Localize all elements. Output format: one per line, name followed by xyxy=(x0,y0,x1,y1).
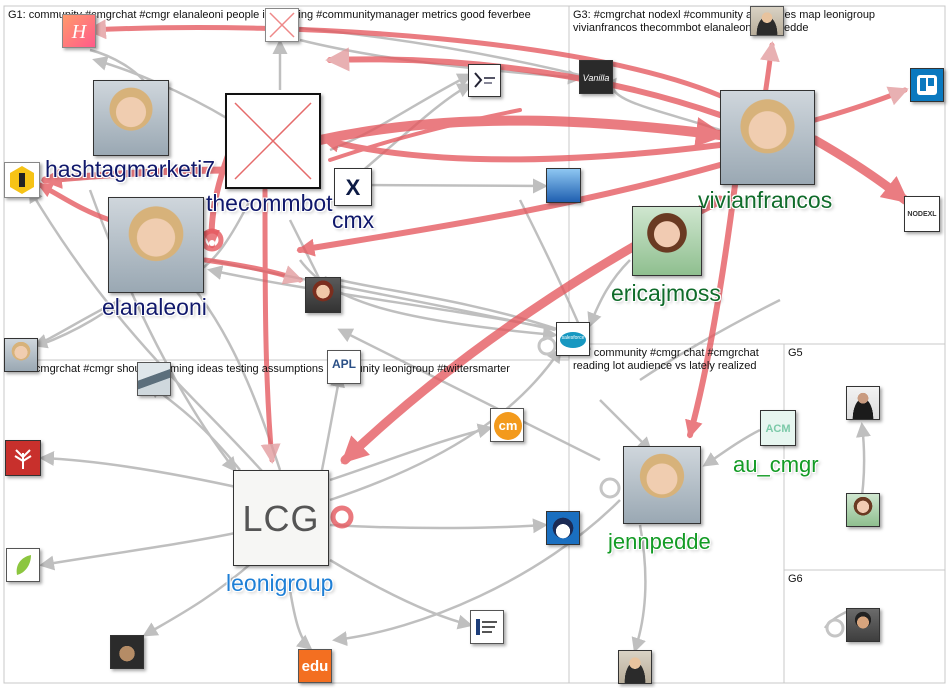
acm-logo-text: ACM xyxy=(761,411,795,446)
edge xyxy=(360,185,545,186)
node-trello-logo[interactable] xyxy=(910,68,944,102)
node-nodexl-logo[interactable]: NODEXL xyxy=(904,196,940,232)
node-g6-person[interactable] xyxy=(846,608,880,642)
label-cmx[interactable]: cmx xyxy=(332,207,374,234)
trello-icon xyxy=(911,69,943,101)
red-dot xyxy=(209,240,215,246)
label-ericajmoss[interactable]: ericajmoss xyxy=(611,280,721,307)
edge xyxy=(40,185,110,220)
apl-logo-text: APL xyxy=(328,351,360,377)
node-cmx-logo[interactable]: X xyxy=(334,168,372,206)
node-vivianfrancos-avatar[interactable] xyxy=(720,90,815,185)
node-vanilla-logo[interactable]: Vanilla xyxy=(579,60,613,94)
group-label-g3: G3: #cmgrchat nodexl #community audience… xyxy=(573,9,913,35)
node-leaf-logo[interactable] xyxy=(6,548,40,582)
edge xyxy=(205,260,300,280)
label-elanaleoni[interactable]: elanaleoni xyxy=(102,294,207,321)
group-label-g4: G4: community #cmgr chat #cmgrchat readi… xyxy=(573,347,781,373)
node-tree-logo[interactable] xyxy=(5,440,41,476)
edge xyxy=(42,458,250,490)
label-thecommbot[interactable]: thecommbot xyxy=(206,190,333,217)
node-edu-logo[interactable]: edu xyxy=(298,649,332,683)
node-laptop[interactable] xyxy=(137,362,171,396)
node-g5-person-bottom[interactable] xyxy=(846,493,880,527)
edge xyxy=(42,530,250,565)
node-apl-logo[interactable]: APL xyxy=(327,350,361,384)
node-g1-edge-person[interactable] xyxy=(4,338,38,372)
node-leonigroup-avatar[interactable]: LCG xyxy=(233,470,329,566)
edge xyxy=(330,560,470,625)
edge xyxy=(320,121,720,140)
missing-image-icon xyxy=(227,95,319,187)
edge xyxy=(600,400,650,450)
edge xyxy=(320,375,340,480)
edge xyxy=(330,59,720,115)
node-penguin[interactable] xyxy=(546,511,580,545)
hexagon-logo-icon xyxy=(5,163,39,197)
node-ericajmoss-avatar[interactable] xyxy=(632,206,702,276)
edge xyxy=(330,525,545,528)
edge xyxy=(265,190,272,460)
node-cm-logo[interactable]: cm xyxy=(490,408,524,442)
edge xyxy=(290,590,310,648)
cmx-logo-text: X xyxy=(335,169,371,206)
node-elanaleoni-avatar[interactable] xyxy=(108,197,204,293)
missing-image-icon xyxy=(266,9,298,41)
node-jennpedde-avatar[interactable] xyxy=(623,446,701,524)
node-ic-logo[interactable] xyxy=(468,64,501,97)
vanilla-logo-text: Vanilla xyxy=(580,61,612,94)
self-loop-g6 xyxy=(827,620,843,636)
self-loop-salesforce xyxy=(539,338,555,354)
node-hashtagmarketi7-avatar[interactable] xyxy=(93,80,169,156)
node-feverbee-logo[interactable]: H xyxy=(62,14,96,48)
node-learning-policy[interactable] xyxy=(470,610,504,644)
self-loop-jennpedde xyxy=(601,479,619,497)
label-au-cmgr[interactable]: au_cmgr xyxy=(733,452,819,478)
node-thecommbot-avatar[interactable] xyxy=(225,93,321,189)
label-leonigroup[interactable]: leonigroup xyxy=(226,570,333,597)
nodexl-logo-text: NODEXL xyxy=(905,197,939,232)
node-g5-person-top[interactable] xyxy=(846,386,880,420)
leaf-icon xyxy=(7,549,39,581)
edu-logo-text: edu xyxy=(299,650,331,683)
node-deleted-small[interactable] xyxy=(265,8,299,42)
label-hashtagmarketi7[interactable]: hashtagmarketi7 xyxy=(45,156,215,183)
group-label-g6: G6 xyxy=(788,573,803,586)
group-label-g2: G2: #cmgrchat #cmgr shouldn coming ideas… xyxy=(8,363,568,376)
lcg-logo-text: LCG xyxy=(234,471,328,566)
chevron-logo-icon xyxy=(469,65,500,96)
node-g4-bottom-person[interactable] xyxy=(618,650,652,684)
red-self-loop-leonigroup xyxy=(333,508,351,526)
node-blue-wave[interactable] xyxy=(546,168,581,203)
node-acm-logo[interactable]: ACM xyxy=(760,410,796,446)
node-g1-small-person[interactable] xyxy=(305,277,341,313)
cm-logo-badge: cm xyxy=(494,412,522,440)
node-fb-logo[interactable] xyxy=(4,162,40,198)
feverbee-logo-text: H xyxy=(63,15,95,48)
label-jennpedde[interactable]: jennpedde xyxy=(608,529,711,555)
label-vivianfrancos[interactable]: vivianfrancos xyxy=(698,187,832,214)
salesforce-logo-text: salesforce xyxy=(557,335,589,341)
node-salesforce-logo[interactable]: salesforce xyxy=(556,322,590,356)
cm-logo-text: cm xyxy=(499,418,518,433)
edge xyxy=(765,45,772,95)
group-label-g5: G5 xyxy=(788,347,803,360)
tree-icon xyxy=(6,441,40,475)
node-g3-top-person[interactable] xyxy=(750,6,784,36)
institute-logo-icon xyxy=(471,611,503,643)
edge xyxy=(815,90,905,120)
node-bear[interactable] xyxy=(110,635,144,669)
